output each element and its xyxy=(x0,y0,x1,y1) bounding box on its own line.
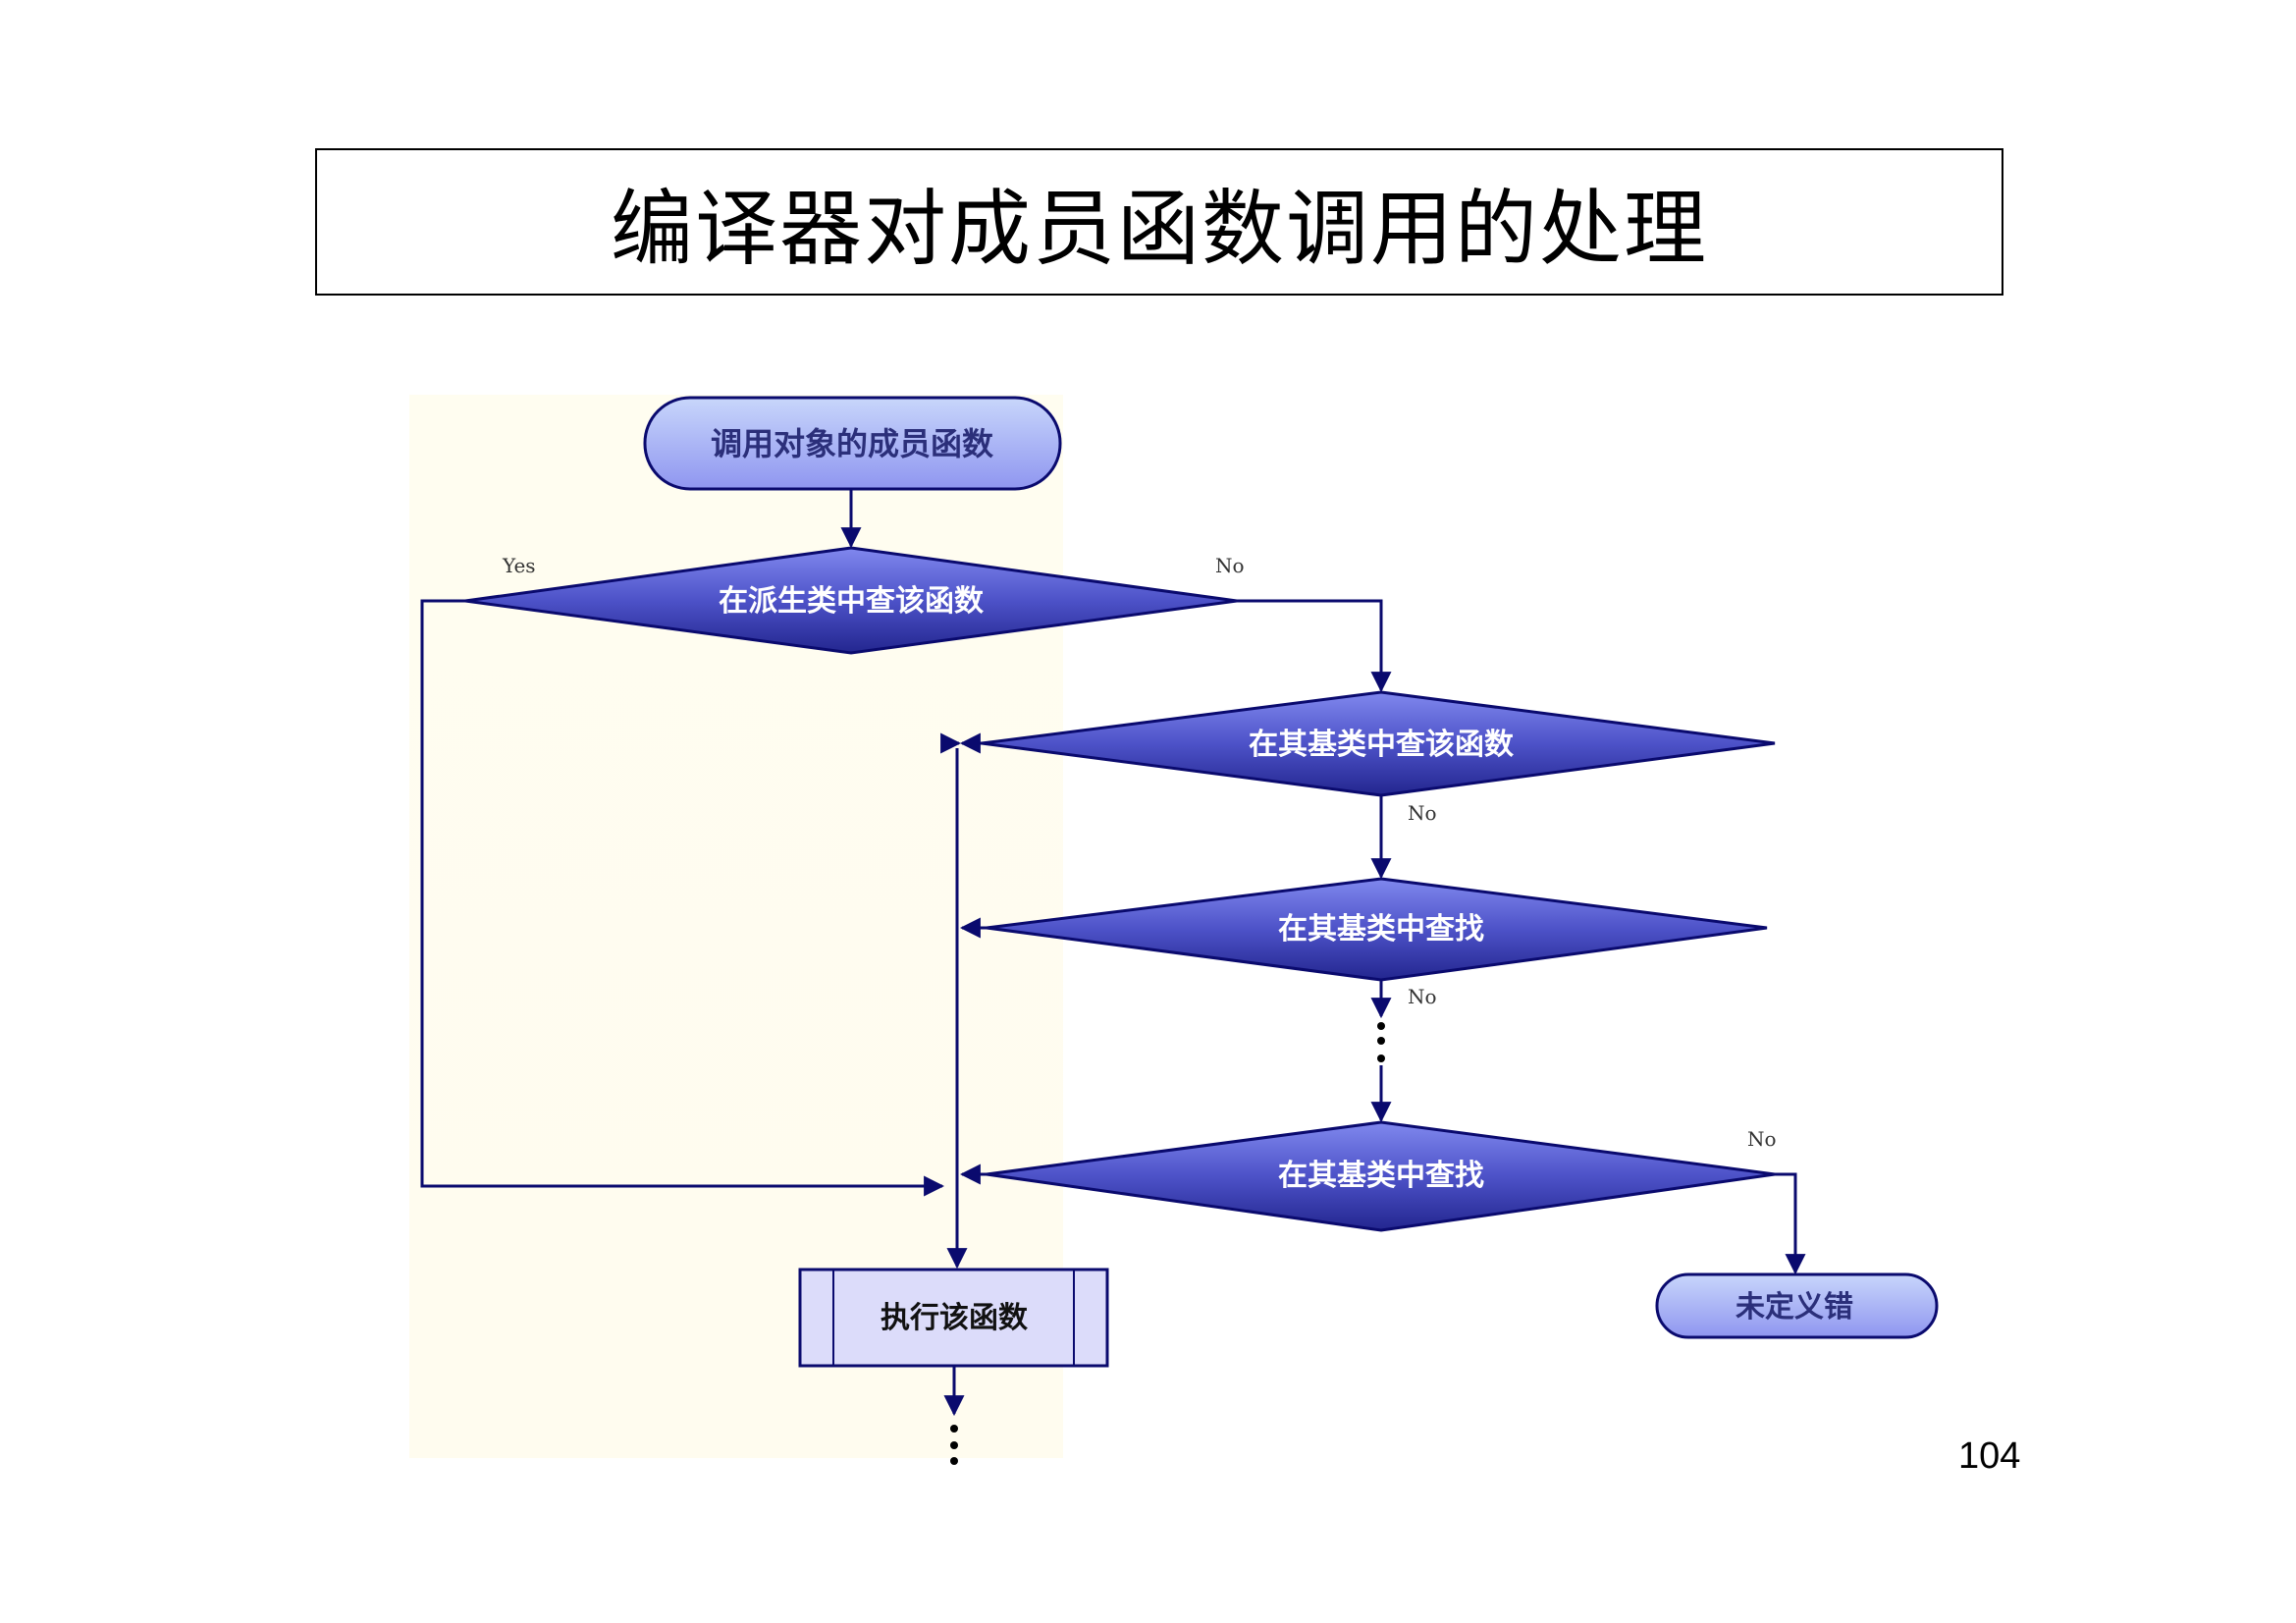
label-base-n-no: No xyxy=(1747,1127,1777,1151)
label-derived-no: No xyxy=(1215,554,1245,577)
node-execute-label: 执行该函数 xyxy=(881,1301,1029,1335)
page-number: 104 xyxy=(1958,1435,2021,1477)
node-decision-base-1-label: 在其基类中查该函数 xyxy=(1249,728,1515,762)
node-start-label: 调用对象的成员函数 xyxy=(711,425,994,462)
node-error xyxy=(1655,1272,1939,1339)
node-decision-base-2 xyxy=(986,877,1768,982)
continuation-dots-bottom xyxy=(950,1425,958,1465)
node-decision-base-n-label: 在其基类中查找 xyxy=(1278,1159,1484,1193)
edge-derived-yes xyxy=(420,599,945,1197)
node-decision-derived-label: 在派生类中查该函数 xyxy=(719,584,985,619)
edge-derived-no xyxy=(1237,599,1392,693)
node-decision-derived xyxy=(464,546,1238,655)
label-base-2-no: No xyxy=(1408,985,1437,1008)
node-decision-base-2-label: 在其基类中查找 xyxy=(1278,912,1484,947)
node-decision-base-n xyxy=(986,1120,1776,1232)
continuation-dots-middle xyxy=(1377,1022,1385,1062)
label-derived-yes: Yes xyxy=(502,554,536,577)
node-decision-base-1 xyxy=(981,690,1776,797)
node-execute xyxy=(798,1268,1109,1368)
label-base-1-no: No xyxy=(1408,801,1437,825)
node-start xyxy=(643,396,1062,491)
slide-title: 编译器对成员函数调用的处理 xyxy=(610,180,1708,277)
node-error-label: 未定义错 xyxy=(1735,1290,1853,1325)
slide-title-box: 编译器对成员函数调用的处理 xyxy=(315,148,2003,296)
edge-basen-no xyxy=(1775,1172,1806,1275)
